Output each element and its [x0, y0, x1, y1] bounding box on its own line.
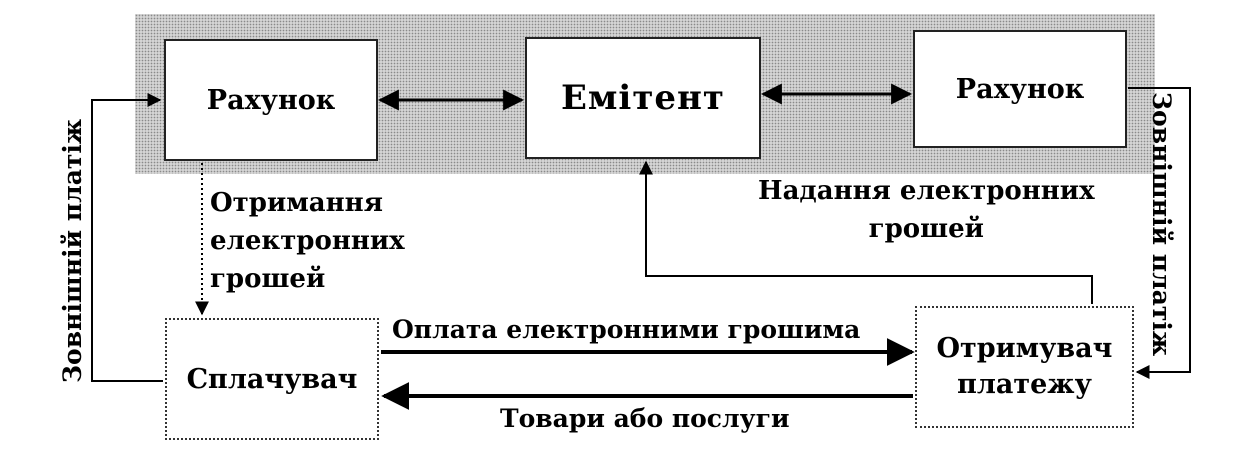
- arrow-external-left: [91, 93, 163, 382]
- account-left-box: Рахунок: [164, 39, 378, 161]
- receiver-box: Отримувач платежу: [915, 306, 1134, 428]
- emitter-box: Емітент: [525, 37, 761, 159]
- receive-money-line3: грошей: [210, 264, 326, 294]
- arrow-provide-money: [639, 160, 1093, 304]
- receiver-label-line2: платежу: [957, 369, 1092, 400]
- payer-box: Сплачувач: [165, 318, 379, 440]
- payment-label: Оплата електронними грошима: [392, 315, 861, 344]
- account-right-label: Рахунок: [955, 73, 1085, 105]
- external-payment-right-label: Зовнішній платіж: [1147, 92, 1176, 357]
- account-left-label: Рахунок: [206, 84, 336, 116]
- emitter-label: Емітент: [560, 78, 726, 118]
- receive-money-label: Отримання електронних грошей: [210, 184, 405, 298]
- payer-label: Сплачувач: [186, 363, 358, 395]
- receiver-label-line1: Отримувач: [936, 333, 1113, 364]
- provide-money-label: Надання електронних грошей: [758, 172, 1095, 248]
- goods-label: Товари або послуги: [500, 404, 790, 433]
- provide-money-line1: Надання електронних: [758, 176, 1095, 206]
- external-payment-left-label: Зовнішній платіж: [58, 118, 87, 383]
- provide-money-line2: грошей: [868, 214, 984, 244]
- receive-money-line1: Отримання: [210, 188, 383, 218]
- account-right-box: Рахунок: [913, 30, 1127, 148]
- arrow-external-right: [1128, 87, 1191, 379]
- receive-money-line2: електронних: [210, 226, 405, 256]
